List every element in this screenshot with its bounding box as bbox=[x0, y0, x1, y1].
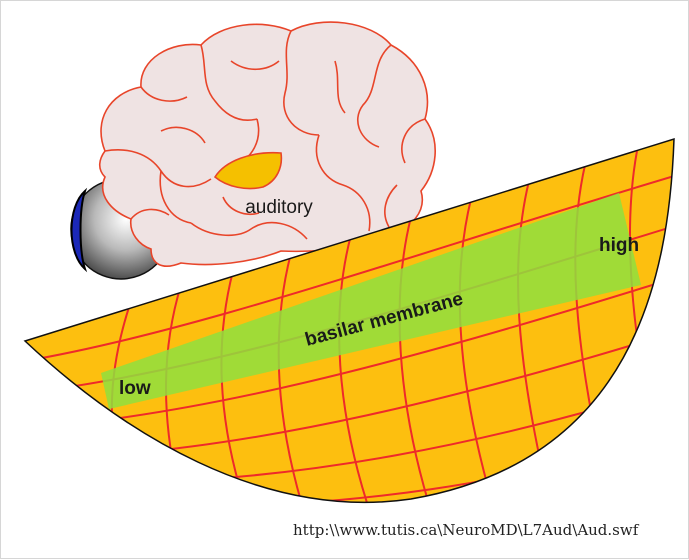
auditory-label: auditory bbox=[245, 197, 313, 218]
low-label: low bbox=[119, 378, 151, 399]
source-url: http:\\www.tutis.ca\NeuroMD\L7Aud\Aud.sw… bbox=[293, 521, 638, 539]
high-label: high bbox=[599, 235, 639, 256]
